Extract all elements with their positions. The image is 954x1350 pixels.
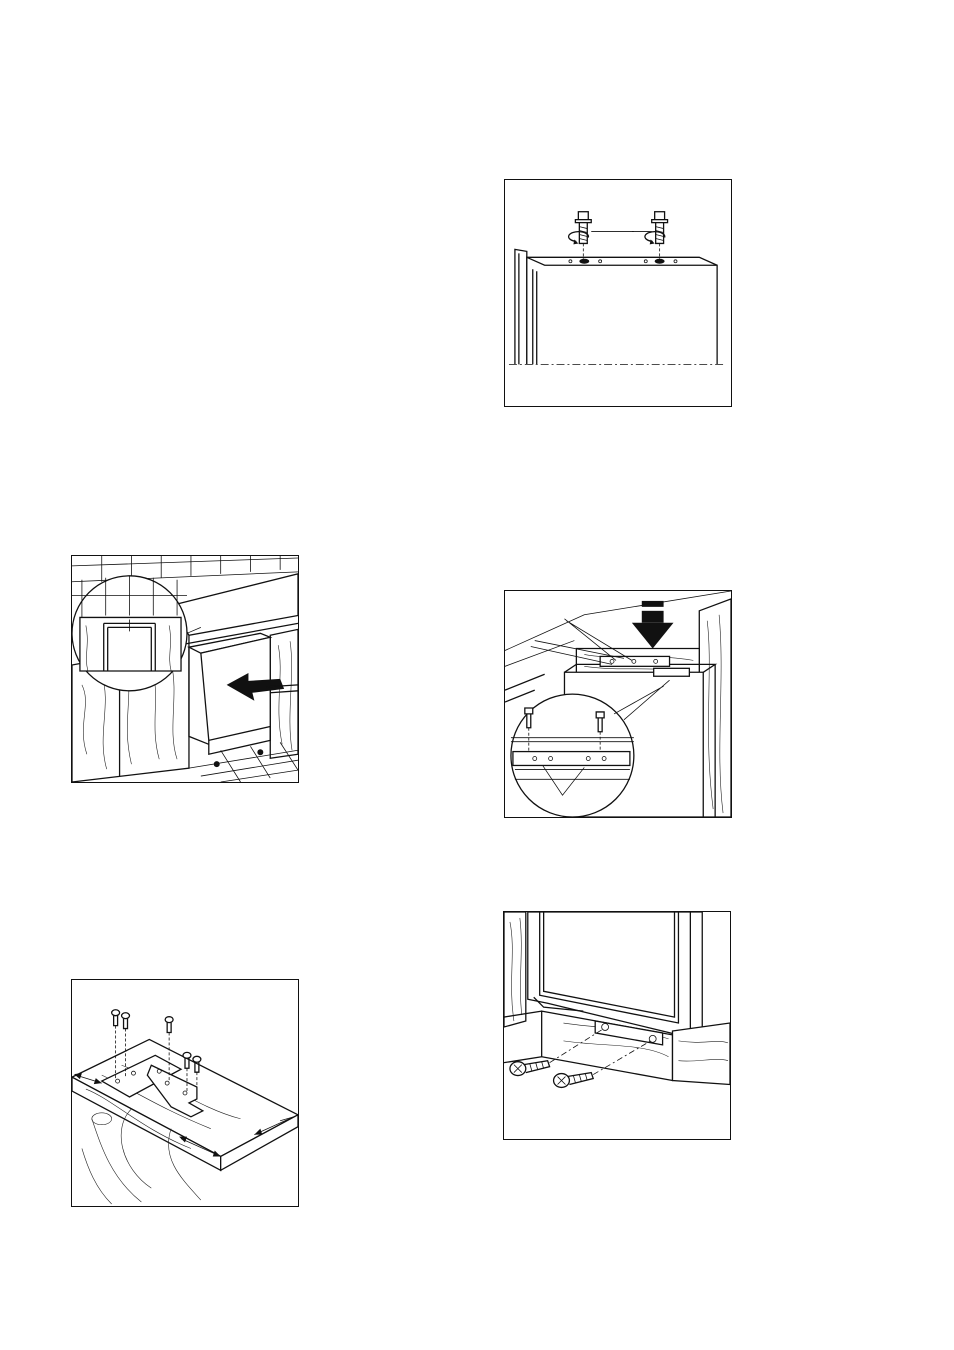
screw-icon (569, 212, 634, 260)
screw-icon (632, 212, 668, 260)
figure-slide-appliance (71, 555, 299, 783)
figure-fix-brackets (504, 590, 732, 818)
screw-icon (554, 1073, 594, 1088)
plinth-bracket-illustration (504, 912, 730, 1139)
figure-mount-bracket-on-panel (71, 979, 299, 1207)
figure-adjust-screws (504, 179, 732, 407)
bracket-fixing-illustration (505, 591, 731, 817)
kitchen-installation-illustration (72, 556, 298, 782)
screw-icon (510, 1061, 550, 1076)
figure-screw-plinth-bracket (503, 911, 731, 1140)
panel-bracket-illustration (72, 980, 298, 1206)
door-top-screws-illustration (505, 180, 731, 406)
down-arrow-icon (632, 601, 674, 649)
